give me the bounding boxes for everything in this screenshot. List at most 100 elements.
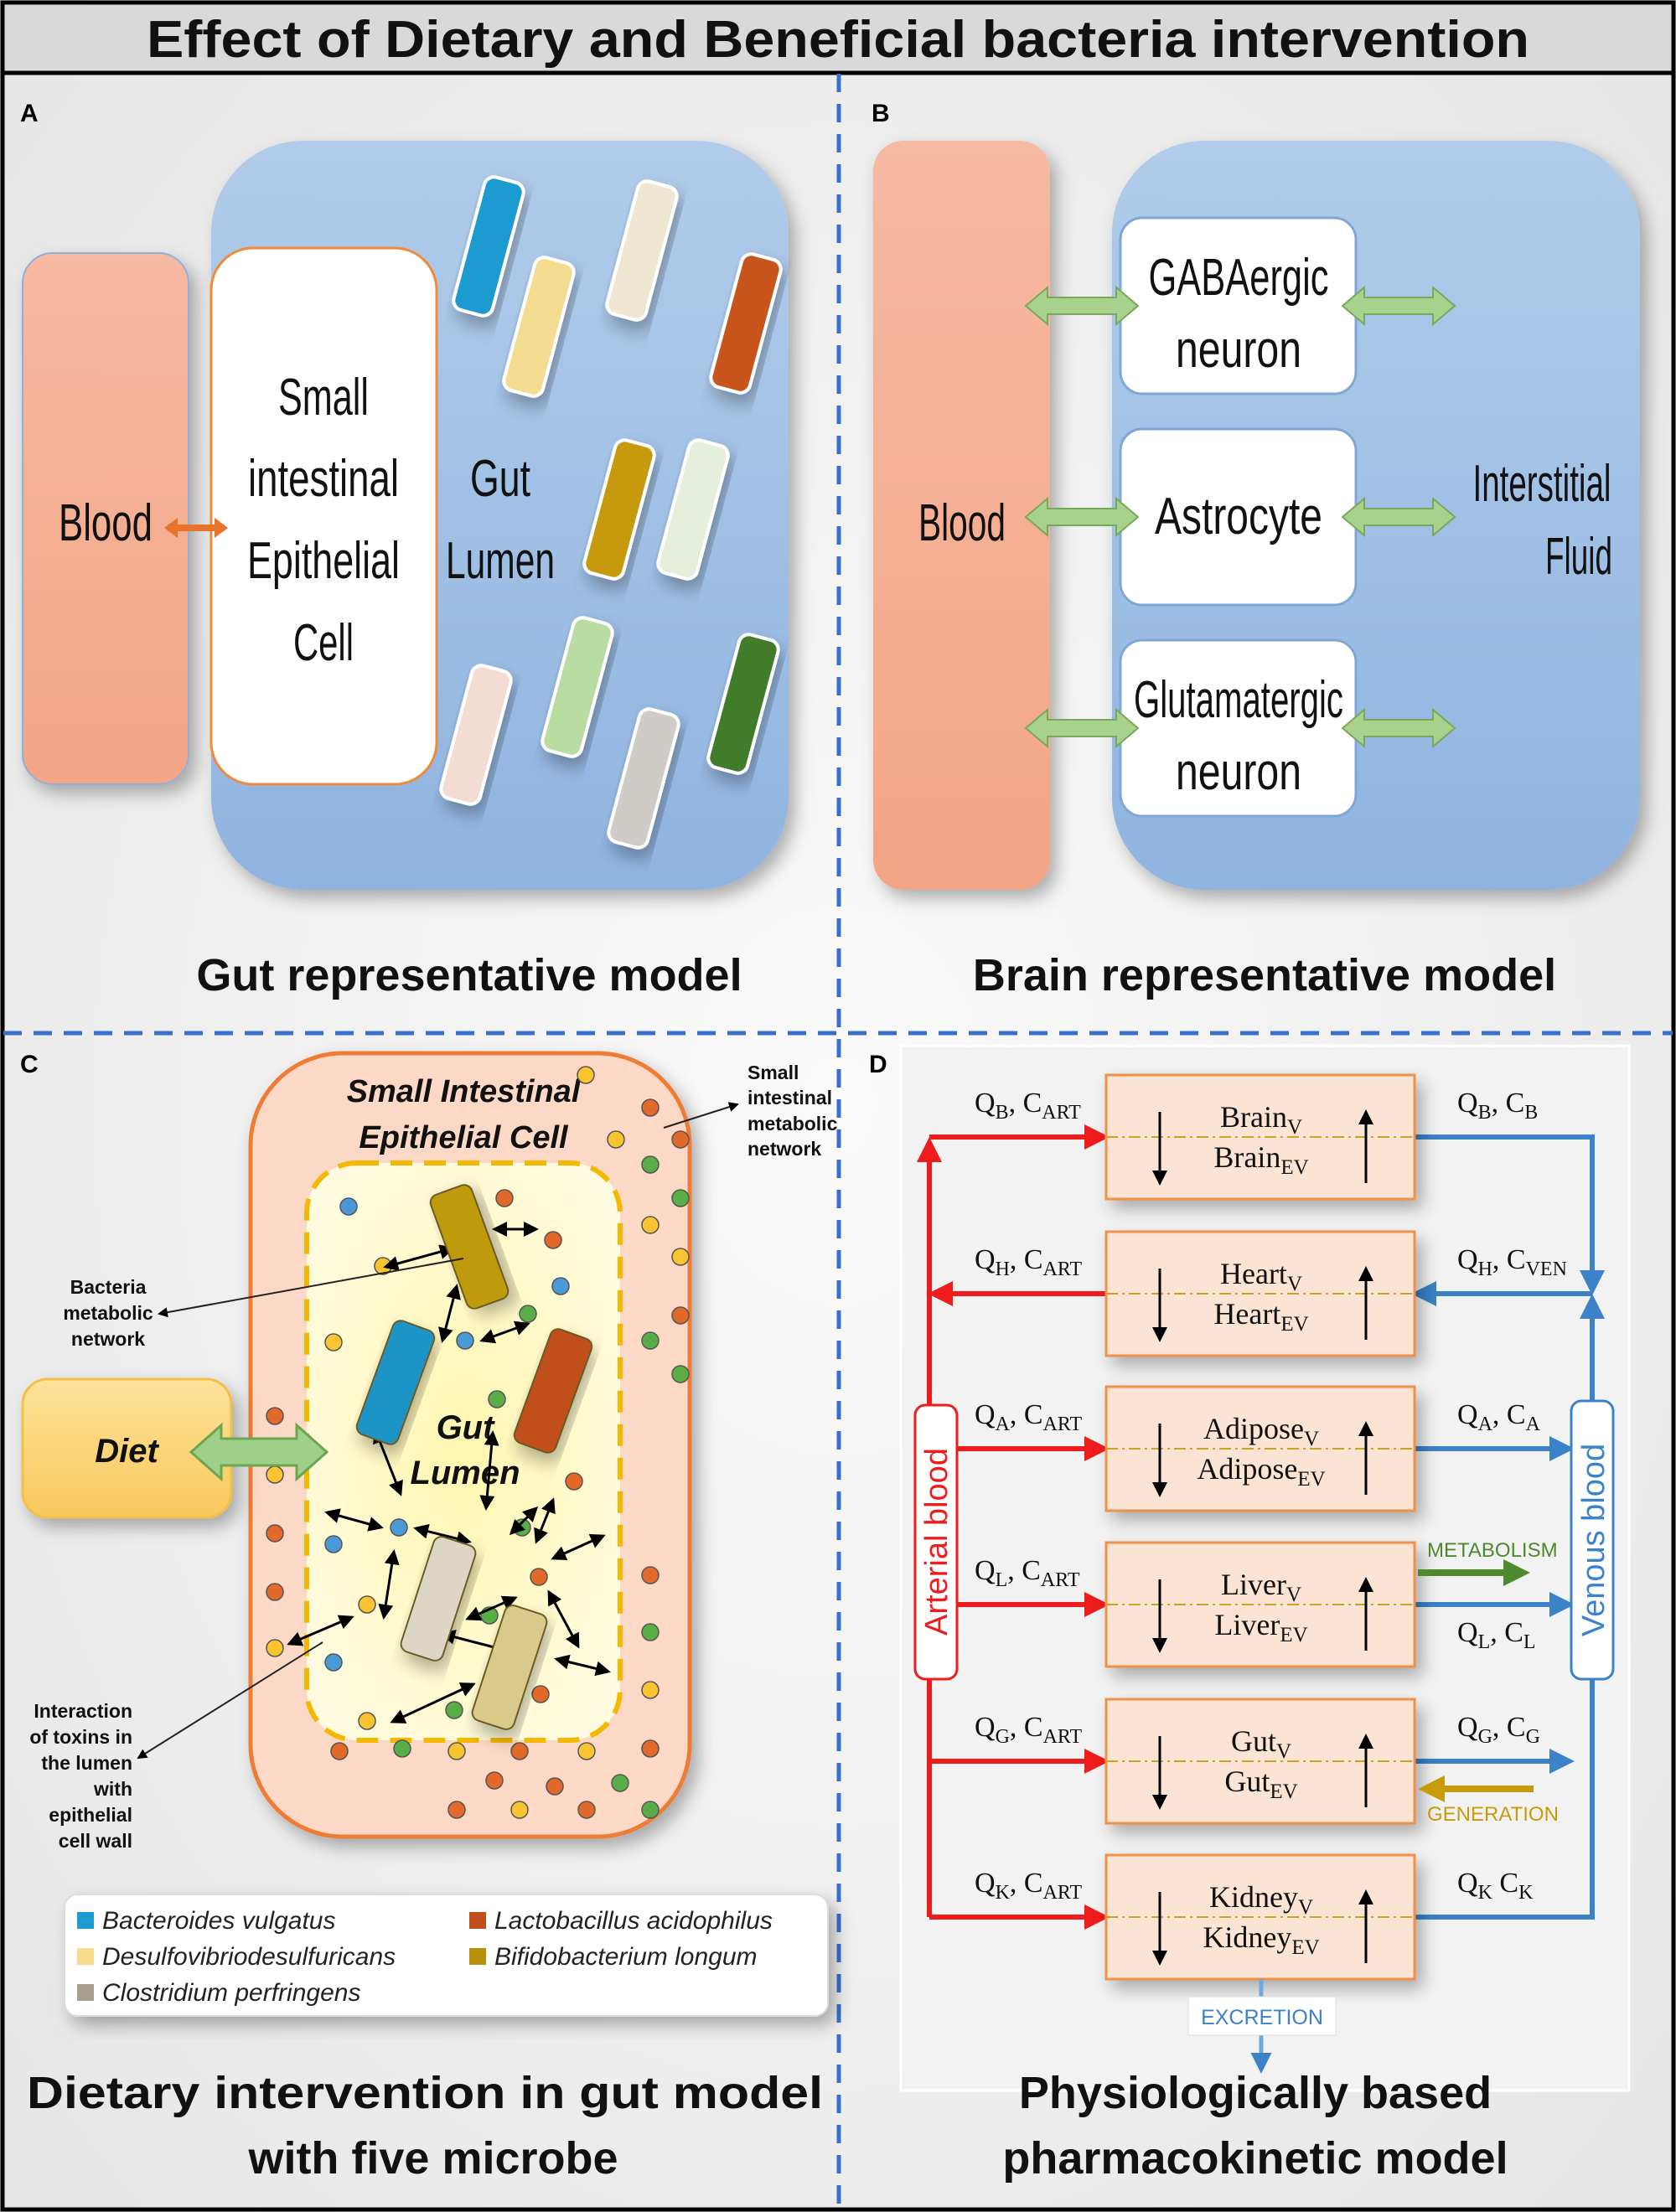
interaction-arrow <box>438 1284 461 1343</box>
legend-label: Desulfovibriodesulfuricans <box>102 1943 396 1971</box>
svg-text:network: network <box>747 1138 821 1160</box>
panel-c-caption-1: Dietary intervention in gut model <box>27 2068 823 2118</box>
organ-vascular-label: AdiposeV <box>1203 1412 1319 1450</box>
svg-text:Small: Small <box>278 369 369 426</box>
metabolite-dot <box>266 1524 284 1543</box>
exchange-arrow <box>1341 285 1456 327</box>
annotation-arrow <box>158 1258 464 1318</box>
interaction-arrow <box>534 1497 556 1544</box>
interstitial-fluid-label-1: Interstitial <box>1473 455 1611 513</box>
flow-label: QB, CART <box>975 1088 1081 1124</box>
legend-swatch <box>469 1948 486 1965</box>
metabolite-dot <box>530 1568 548 1586</box>
metabolite-dot <box>456 1331 474 1350</box>
cell-label-2: Epithelial Cell <box>359 1120 569 1155</box>
blood-compartment <box>22 252 189 785</box>
organ-extravascular-label: LiverEV <box>1214 1608 1307 1646</box>
panel-c: C Small Intestinal Epithelial Cell Gut L… <box>20 1051 838 2184</box>
interaction-arrow <box>324 1508 384 1532</box>
interaction-arrow <box>378 1549 400 1620</box>
interaction-arrow <box>287 1615 354 1646</box>
organ-vascular-label: KidneyV <box>1209 1880 1313 1919</box>
metabolite-dot <box>577 1066 595 1084</box>
excretion-box <box>1187 1996 1337 2036</box>
organ-vascular-label: HeartV <box>1220 1257 1302 1295</box>
metabolite-dot <box>611 1774 629 1792</box>
legend-label: Clostridium perfringens <box>102 1979 360 2007</box>
bacteria-group <box>439 175 783 850</box>
bacterium-icon <box>355 1320 436 1445</box>
venous-flow-line <box>1415 1679 1595 1920</box>
interaction-arrow <box>509 1506 539 1536</box>
metabolite-dot <box>266 1465 284 1484</box>
neuron-label: neuron <box>1176 321 1301 379</box>
interaction-arrow <box>465 1595 518 1621</box>
svg-text:cell wall: cell wall <box>59 1830 132 1852</box>
neuron-label: Glutamatergic <box>1134 671 1343 729</box>
organ-extravascular-label: BrainEV <box>1213 1140 1308 1179</box>
interaction-arrow <box>413 1523 472 1547</box>
panel-b: B Blood GABAergicneuronAstrocyteGlutamat… <box>872 100 1640 1000</box>
interaction-arrow <box>547 1589 580 1649</box>
bacterium-icon <box>513 1328 593 1454</box>
legend-label: Bifidobacterium longum <box>494 1943 758 1971</box>
bacterium-icon <box>582 438 656 581</box>
svg-text:Cell: Cell <box>293 614 354 672</box>
legend-label: Lactobacillus acidophilus <box>494 1907 773 1935</box>
legend-label: Bacteroides vulgatus <box>102 1907 336 1935</box>
metabolite-dot <box>266 1639 284 1657</box>
metabolite-dot <box>330 1742 349 1760</box>
bacterium-icon <box>429 1184 510 1310</box>
blood-flow-lines <box>917 1124 1605 1930</box>
metabolite-dot <box>447 1801 466 1819</box>
panel-letter: D <box>869 1051 887 1078</box>
metabolite-dot <box>641 1216 660 1234</box>
metabolite-dots <box>266 1066 690 1819</box>
legend-swatch <box>469 1912 486 1929</box>
neuron-label: Astrocyte <box>1155 488 1322 545</box>
metabolite-dot <box>607 1130 625 1149</box>
metabolite-dot <box>390 1518 408 1537</box>
arterial-blood-label: Arterial blood <box>919 1448 954 1636</box>
bacteria-network-note: Bacteria metabolic network <box>63 1276 153 1350</box>
metabolite-dot <box>495 1189 514 1207</box>
svg-text:with: with <box>93 1778 132 1800</box>
annotation-arrow <box>137 1641 323 1760</box>
interaction-arrow <box>479 1320 530 1344</box>
metabolite-dot <box>393 1739 411 1758</box>
metabolite-dot <box>485 1771 504 1790</box>
bacterium-icon <box>607 707 680 850</box>
metabolite-dot <box>531 1685 550 1703</box>
neuron-boxes: GABAergicneuronAstrocyteGlutamatergicneu… <box>1024 216 1456 818</box>
panel-d-caption-2: pharmacokinetic model <box>1002 2133 1508 2184</box>
title-bar <box>0 0 1676 75</box>
diet-exchange-arrow <box>189 1422 329 1482</box>
venous-blood-box <box>1570 1399 1615 1681</box>
exchange-arrow <box>1024 285 1140 327</box>
metabolite-dot <box>510 1801 529 1819</box>
venous-blood-label: Venous blood <box>1576 1444 1611 1636</box>
svg-text:epithelial: epithelial <box>49 1804 132 1826</box>
flow-label: QA, CA <box>1457 1399 1541 1435</box>
flow-label: QL, CART <box>975 1555 1080 1591</box>
legend-items: Bacteroides vulgatus Lactobacillus acidop… <box>77 1907 773 2007</box>
panel-d-caption-1: Physiologically based <box>1019 2068 1492 2118</box>
flow-label: QA, CART <box>975 1399 1082 1435</box>
metabolite-dot <box>510 1742 529 1760</box>
organ-vascular-label: GutV <box>1231 1724 1291 1763</box>
metabolite-dot <box>358 1712 376 1730</box>
svg-text:network: network <box>71 1328 145 1350</box>
svg-text:Small: Small <box>747 1062 799 1083</box>
svg-text:intestinal: intestinal <box>248 450 399 508</box>
bacterium-icon <box>706 633 780 775</box>
gut-lumen-label-1: Gut <box>437 1409 496 1446</box>
metabolite-dot <box>671 1130 690 1149</box>
panel-a: A Blood Small intestinal Epithelial Cell… <box>20 100 789 1000</box>
flow-label: QG, CG <box>1457 1712 1540 1748</box>
metabolite-dot <box>324 1333 343 1351</box>
legend-swatch <box>77 1912 94 1929</box>
metabolite-dot <box>641 1566 660 1584</box>
bacterium-icon <box>502 256 576 398</box>
diet-label: Diet <box>95 1433 159 1470</box>
